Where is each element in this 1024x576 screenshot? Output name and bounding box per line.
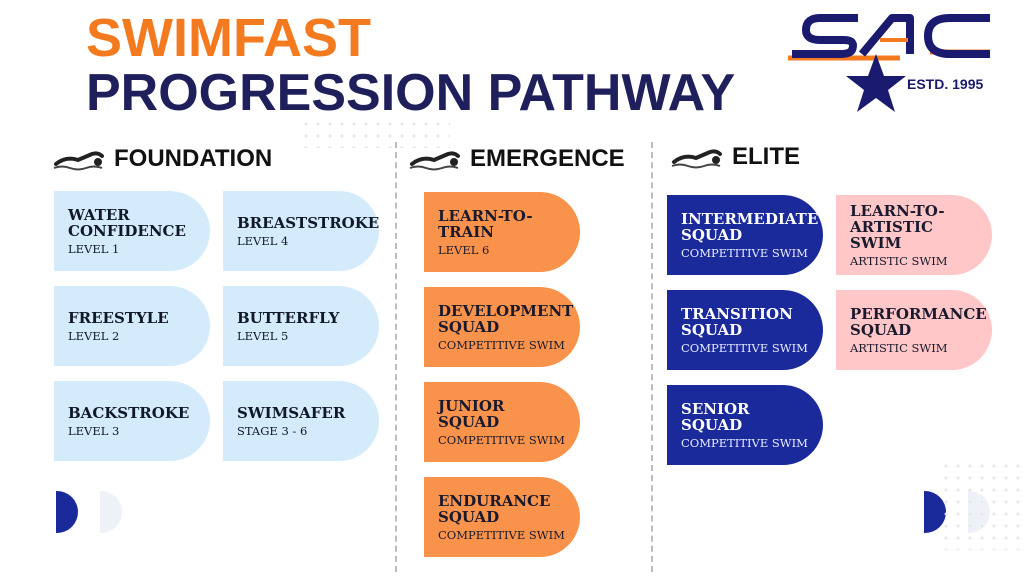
card-name: BREASTSTROKE [237, 213, 380, 232]
card-name: WATER CONFIDENCE [68, 205, 186, 240]
card-name: TRANSITION SQUAD [681, 304, 793, 339]
card-name: LEARN-TO-TRAIN [438, 206, 533, 241]
established-year: ESTD. 1995 [907, 76, 984, 92]
card-sub: LEVEL 6 [438, 242, 490, 257]
card-breaststroke: BREASTSTROKE LEVEL 4 [223, 191, 379, 271]
card-freestyle: FREESTYLE LEVEL 2 [54, 286, 210, 366]
decor-dot-grid [300, 118, 450, 148]
heading-label: FOUNDATION [114, 145, 273, 172]
card-name: JUNIOR SQUAD [438, 396, 505, 431]
swimmer-icon [671, 149, 722, 169]
card-backstroke: BACKSTROKE LEVEL 3 [54, 381, 210, 461]
heading-emergence: EMERGENCE [408, 145, 625, 173]
card-name: PERFORMANCE SQUAD [850, 304, 987, 339]
card-water-confidence: WATER CONFIDENCE LEVEL 1 [54, 191, 210, 271]
sac-logo-icon [788, 14, 990, 112]
card-name: INTERMEDIATE SQUAD [681, 209, 819, 244]
card-junior-squad: JUNIOR SQUAD COMPETITIVE SWIM [424, 382, 580, 462]
card-sub: COMPETITIVE SWIM [438, 527, 565, 542]
heading-label: EMERGENCE [470, 145, 625, 172]
card-sub: LEVEL 1 [68, 241, 120, 256]
card-sub: LEVEL 3 [68, 423, 120, 438]
card-name: SWIMSAFER [237, 403, 346, 422]
card-endurance-squad: ENDURANCE SQUAD COMPETITIVE SWIM [424, 477, 580, 557]
swimmer-icon [53, 151, 104, 171]
card-sub: ARTISTIC SWIM [850, 253, 948, 268]
card-transition-squad: TRANSITION SQUAD COMPETITIVE SWIM [667, 290, 823, 370]
card-sub: COMPETITIVE SWIM [438, 337, 565, 352]
decor-dot-grid [940, 460, 1024, 550]
heading-elite: ELITE [670, 143, 800, 171]
card-name: SENIOR SQUAD [681, 399, 750, 434]
card-sub: COMPETITIVE SWIM [681, 435, 808, 450]
card-learn-to-artistic-swim: LEARN-TO-ARTISTIC SWIM ARTISTIC SWIM [836, 195, 992, 275]
decor-half-circle [100, 491, 122, 533]
card-sub: LEVEL 2 [68, 328, 120, 343]
card-intermediate-squad: INTERMEDIATE SQUAD COMPETITIVE SWIM [667, 195, 823, 275]
card-sub: STAGE 3 - 6 [237, 423, 308, 438]
card-name: BACKSTROKE [68, 403, 190, 422]
swimmer-icon [409, 151, 460, 171]
card-performance-squad: PERFORMANCE SQUAD ARTISTIC SWIM [836, 290, 992, 370]
column-divider [395, 142, 397, 572]
title-swimfast: SWIMFAST [86, 8, 371, 68]
card-sub: LEVEL 5 [237, 328, 289, 343]
column-divider [651, 142, 653, 572]
card-name: BUTTERFLY [237, 308, 340, 327]
card-name: DEVELOPMENT SQUAD [438, 301, 574, 336]
card-sub: COMPETITIVE SWIM [681, 245, 808, 260]
heading-label: ELITE [732, 143, 801, 170]
heading-foundation: FOUNDATION [52, 145, 272, 173]
card-swimsafer: SWIMSAFER STAGE 3 - 6 [223, 381, 379, 461]
decor-half-circle [56, 491, 78, 533]
card-senior-squad: SENIOR SQUAD COMPETITIVE SWIM [667, 385, 823, 465]
card-butterfly: BUTTERFLY LEVEL 5 [223, 286, 379, 366]
card-sub: LEVEL 4 [237, 233, 289, 248]
card-learn-to-train: LEARN-TO-TRAIN LEVEL 6 [424, 192, 580, 272]
card-development-squad: DEVELOPMENT SQUAD COMPETITIVE SWIM [424, 287, 580, 367]
card-name: LEARN-TO-ARTISTIC SWIM [850, 201, 945, 252]
title-progression-pathway: PROGRESSION PATHWAY [86, 64, 736, 122]
card-name: ENDURANCE SQUAD [438, 491, 551, 526]
card-sub: COMPETITIVE SWIM [681, 340, 808, 355]
card-sub: ARTISTIC SWIM [850, 340, 948, 355]
card-name: FREESTYLE [68, 308, 169, 327]
card-sub: COMPETITIVE SWIM [438, 432, 565, 447]
